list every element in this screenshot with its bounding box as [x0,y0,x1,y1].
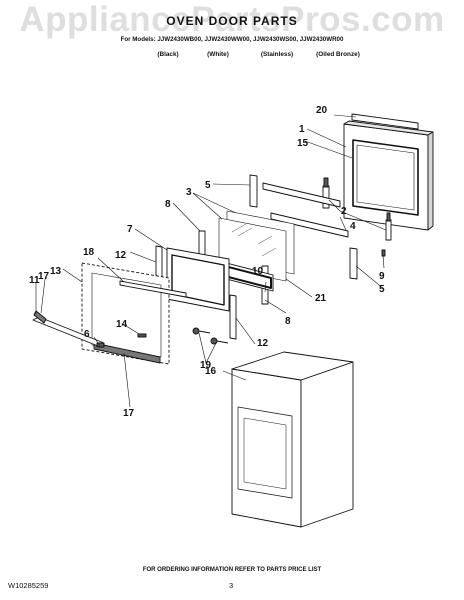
part-17-handle-end [33,310,47,324]
part-6-bottom-strip [93,342,161,364]
callout-20: 20 [316,105,328,116]
part-19-screw-a [192,327,211,335]
callout-7: 7 [127,224,133,235]
diagram-title: OVEN DOOR PARTS [166,14,298,28]
finish-label-oiled-bronze: (Oiled Bronze) [316,51,360,58]
part-4-lower-channel [270,212,349,238]
part-19-screw-b [210,337,229,345]
finish-label-black: (Black) [157,51,179,58]
callout-8-upper: 8 [165,199,171,210]
document-number: W10285259 [8,581,49,590]
callout-18: 18 [83,247,95,258]
callout-8-lower: 8 [285,316,291,327]
part-12-side-trim-right [229,294,237,340]
part-20-top-trim [351,113,419,130]
callout-16: 16 [205,366,217,377]
part-9-hinge-screw [381,249,386,257]
callout-21: 21 [315,293,327,304]
part-16-door-liner [231,351,354,528]
callout-1: 1 [299,124,305,135]
callout-5-lower: 5 [379,284,385,295]
callout-3: 3 [186,187,192,198]
part-7-inner-door-frame [166,247,230,312]
part-2-hinge-right [385,212,392,241]
part-12-side-trim-left [155,245,163,280]
callout-9: 9 [379,271,385,282]
callout-6: 6 [84,329,90,340]
finish-label-white: (White) [207,51,229,58]
part-1-outer-door [343,120,434,231]
callout-17-upper: 17 [38,271,50,282]
finish-label-stainless: (Stainless) [260,51,294,58]
models-line: For Models: JJW2430WB00, JJW2430WW00, JJ… [120,36,344,43]
part-18-top-strip [119,280,187,298]
callout-12-right: 12 [257,338,269,349]
part-14-label [137,333,147,338]
callout-19: 19 [200,360,212,371]
callout-4: 4 [350,221,356,232]
callout-10: 10 [252,266,264,277]
callout-12-left: 12 [115,250,127,261]
callout-5-upper: 5 [205,180,211,191]
callout-15: 15 [297,138,309,149]
part-4-upper-channel [262,182,341,208]
callout-14: 14 [116,319,128,330]
callout-11: 11 [29,275,40,286]
ordering-note: FOR ORDERING INFORMATION REFER TO PARTS … [142,567,322,573]
callout-13: 13 [50,266,62,277]
part-5-upper-bracket [249,174,258,208]
page-number: 3 [229,581,234,590]
part-5-lower-bracket [349,247,358,280]
callout-17-lower: 17 [123,408,135,419]
part-11-door-handle [32,316,105,348]
callout-2: 2 [341,206,347,217]
